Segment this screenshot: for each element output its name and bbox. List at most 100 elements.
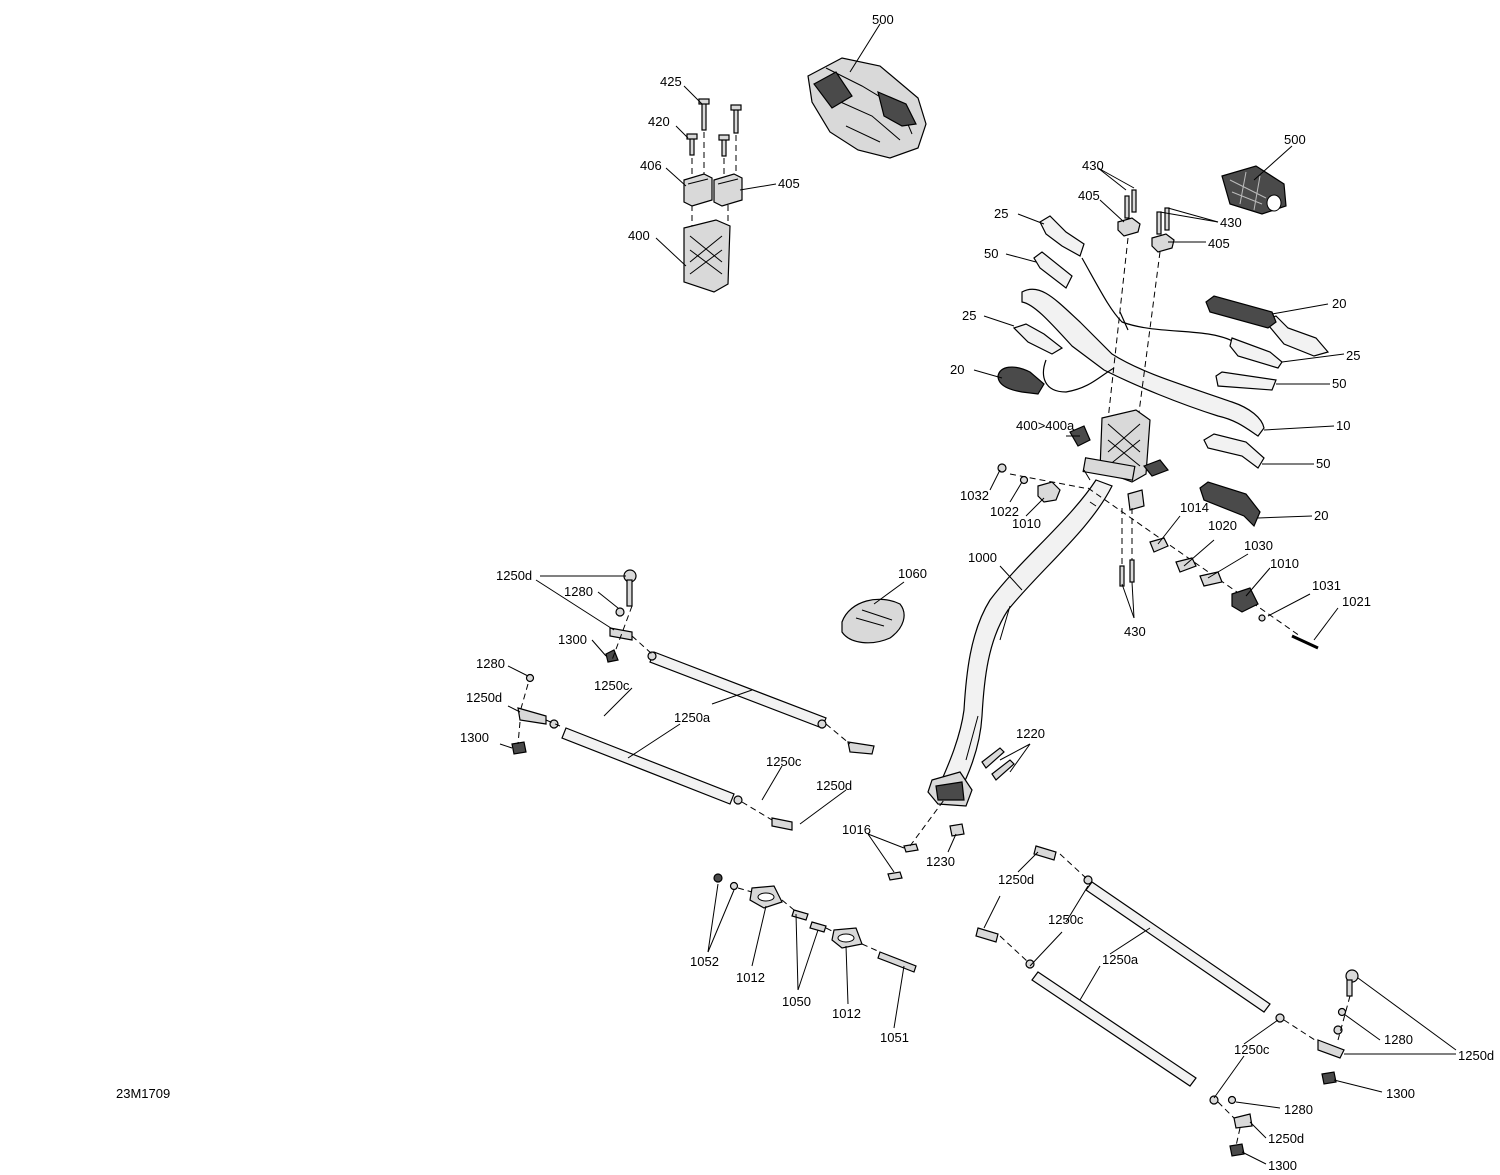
label-1250d-1: 1250d <box>496 568 532 583</box>
label-1030: 1030 <box>1244 538 1273 553</box>
grip-20-c <box>1199 481 1261 528</box>
steering-column <box>927 409 1301 807</box>
label-1220: 1220 <box>1016 726 1045 741</box>
label-1250d-2: 1250d <box>466 690 502 705</box>
label-406: 406 <box>640 158 662 173</box>
label-1250c-2: 1250c <box>766 754 802 769</box>
handlebar-assembly <box>997 189 1330 528</box>
label-400-400a: 400>400a <box>1016 418 1075 433</box>
label-25-b: 25 <box>962 308 976 323</box>
label-20-a: 20 <box>950 362 964 377</box>
label-1280-1: 1280 <box>564 584 593 599</box>
label-1032: 1032 <box>960 488 989 503</box>
label-425: 425 <box>660 74 682 89</box>
label-1012-a: 1012 <box>736 970 765 985</box>
label-500-b: 500 <box>1284 132 1306 147</box>
label-1300-2: 1300 <box>460 730 489 745</box>
label-1016: 1016 <box>842 822 871 837</box>
label-1250d-6: 1250d <box>1268 1131 1304 1146</box>
small-clip <box>1143 459 1169 477</box>
label-405-b: 405 <box>1078 188 1100 203</box>
label-1060: 1060 <box>898 566 927 581</box>
label-1022: 1022 <box>990 504 1019 519</box>
label-20-b: 20 <box>1332 296 1346 311</box>
label-1250a-2: 1250a <box>1102 952 1139 967</box>
label-430-a: 430 <box>1082 158 1104 173</box>
grip-20-b <box>997 366 1045 395</box>
label-1052: 1052 <box>690 954 719 969</box>
riser-block-400 <box>683 219 731 293</box>
label-1250d-3: 1250d <box>816 778 852 793</box>
leader-lines <box>499 23 1457 1165</box>
label-1300-1: 1300 <box>558 632 587 647</box>
label-1250a-1: 1250a <box>674 710 711 725</box>
label-1014: 1014 <box>1180 500 1209 515</box>
label-1250d-4: 1250d <box>998 872 1034 887</box>
grip-insert-50-a <box>1033 251 1073 289</box>
label-50-c: 50 <box>1316 456 1330 471</box>
brake-lever-25-c <box>1229 337 1283 369</box>
riser-cap-405 <box>713 173 743 207</box>
riser-cap-406 <box>683 173 713 207</box>
grip-insert-50-b <box>1215 371 1277 391</box>
tie-rod-1250a-lower <box>561 727 735 805</box>
label-1021: 1021 <box>1342 594 1371 609</box>
label-1020: 1020 <box>1208 518 1237 533</box>
label-50-a: 50 <box>984 246 998 261</box>
column-base-hardware <box>887 747 1015 881</box>
label-25-a: 25 <box>994 206 1008 221</box>
label-25-c: 25 <box>1346 348 1360 363</box>
label-1250d-5: 1250d <box>1458 1048 1494 1063</box>
label-1250c-4: 1250c <box>1234 1042 1270 1057</box>
tie-rod-1250a-lower-r <box>1031 971 1197 1087</box>
label-1300-3: 1300 <box>1386 1086 1415 1101</box>
throttle-lever-25-d <box>1012 323 1064 355</box>
label-1250c-3: 1250c <box>1048 912 1084 927</box>
bolt-420-a <box>686 133 698 156</box>
cover-1060 <box>841 598 905 644</box>
label-405-c: 405 <box>1208 236 1230 251</box>
clamp-405-a <box>1117 217 1141 237</box>
label-1300-4: 1300 <box>1268 1158 1297 1173</box>
label-500-a: 500 <box>872 12 894 27</box>
label-1250c-1: 1250c <box>594 678 630 693</box>
part-labels: 500 425 420 406 405 400 500 430 405 430 … <box>116 12 1494 1173</box>
bolt-425-a <box>698 98 710 131</box>
label-1280-2: 1280 <box>476 656 505 671</box>
label-20-c: 20 <box>1314 508 1328 523</box>
label-1280-3: 1280 <box>1384 1032 1413 1047</box>
grip-20-a <box>1205 295 1277 329</box>
label-1031: 1031 <box>1312 578 1341 593</box>
label-1012-b: 1012 <box>832 1006 861 1021</box>
label-1010-b: 1010 <box>1270 556 1299 571</box>
tie-rod-assembly-left <box>511 569 875 831</box>
tie-rod-1250a-upper-r <box>1085 881 1271 1013</box>
label-1010-a: 1010 <box>1012 516 1041 531</box>
label-1000: 1000 <box>968 550 997 565</box>
clamp-405-b <box>1151 233 1175 253</box>
handlebar-pad-500-a <box>807 57 927 159</box>
label-420: 420 <box>648 114 670 129</box>
label-1050: 1050 <box>782 994 811 1009</box>
label-1280-4: 1280 <box>1284 1102 1313 1117</box>
label-405-a: 405 <box>778 176 800 191</box>
column-hardware <box>997 463 1319 650</box>
linkage-assembly <box>713 873 917 973</box>
bolt-420-b <box>718 134 730 157</box>
label-10: 10 <box>1336 418 1350 433</box>
handlebar-10 <box>1021 288 1265 437</box>
label-1230: 1230 <box>926 854 955 869</box>
bolt-425-b <box>730 104 742 134</box>
tie-rod-assembly-right <box>975 845 1359 1157</box>
handlebar-pad-500-b <box>1221 165 1287 215</box>
grip-insert-50-c <box>1203 433 1265 469</box>
riser-block-assembly <box>683 98 743 293</box>
figure-id: 23M1709 <box>116 1086 170 1101</box>
label-50-b: 50 <box>1332 376 1346 391</box>
label-430-c: 430 <box>1124 624 1146 639</box>
label-400: 400 <box>628 228 650 243</box>
throttle-lever-25-a <box>1039 215 1085 257</box>
label-430-b: 430 <box>1220 215 1242 230</box>
label-1051: 1051 <box>880 1030 909 1045</box>
